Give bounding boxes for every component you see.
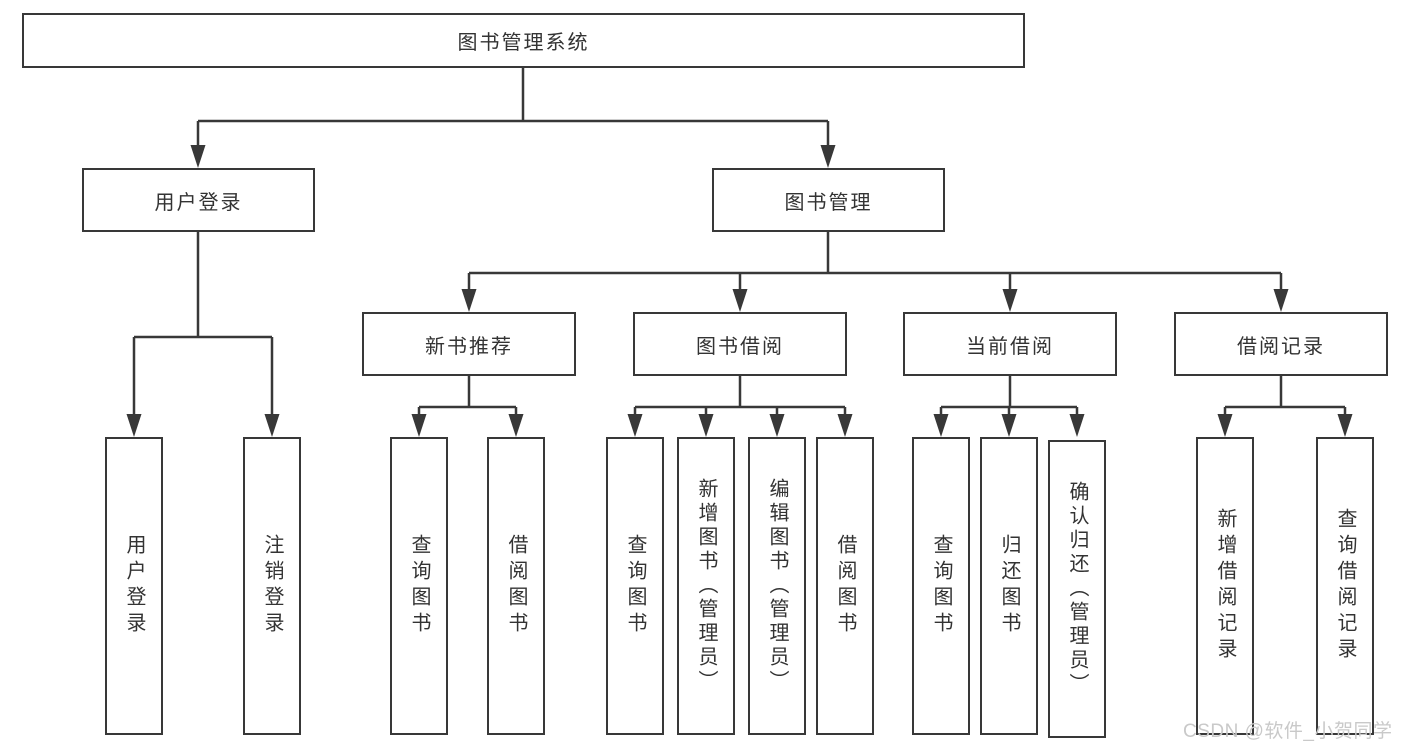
node-leaf-cb-query: 查询图书: [912, 437, 970, 735]
node-leaf-cb-confirm: 确认归还（管理员）: [1048, 440, 1106, 738]
node-leaf-cb-return: 归还图书: [980, 437, 1038, 735]
node-user-login: 用户登录: [82, 168, 315, 232]
arrowhead-icons: [126, 145, 1353, 437]
node-leaf-br-query: 查询借阅记录: [1316, 437, 1374, 735]
node-leaf-bb-borrow: 借阅图书: [816, 437, 874, 735]
node-borrow-records: 借阅记录: [1174, 312, 1388, 376]
node-leaf-nb-query: 查询图书: [390, 437, 448, 735]
csdn-watermark: CSDN @软件_小贺同学: [1183, 721, 1393, 742]
node-current-borrow: 当前借阅: [903, 312, 1117, 376]
node-leaf-nb-borrow: 借阅图书: [487, 437, 545, 735]
node-leaf-logout: 注销登录: [243, 437, 301, 735]
node-leaf-br-add: 新增借阅记录: [1196, 437, 1254, 735]
node-leaf-bb-query: 查询图书: [606, 437, 664, 735]
node-book-borrow: 图书借阅: [633, 312, 847, 376]
node-root: 图书管理系统: [22, 13, 1025, 68]
node-new-book-rec: 新书推荐: [362, 312, 576, 376]
node-leaf-user-login: 用户登录: [105, 437, 163, 735]
node-book-mgmt: 图书管理: [712, 168, 945, 232]
node-leaf-bb-edit: 编辑图书（管理员）: [748, 437, 806, 735]
node-leaf-bb-add: 新增图书（管理员）: [677, 437, 735, 735]
tree-edges-lines: [132, 68, 1347, 416]
